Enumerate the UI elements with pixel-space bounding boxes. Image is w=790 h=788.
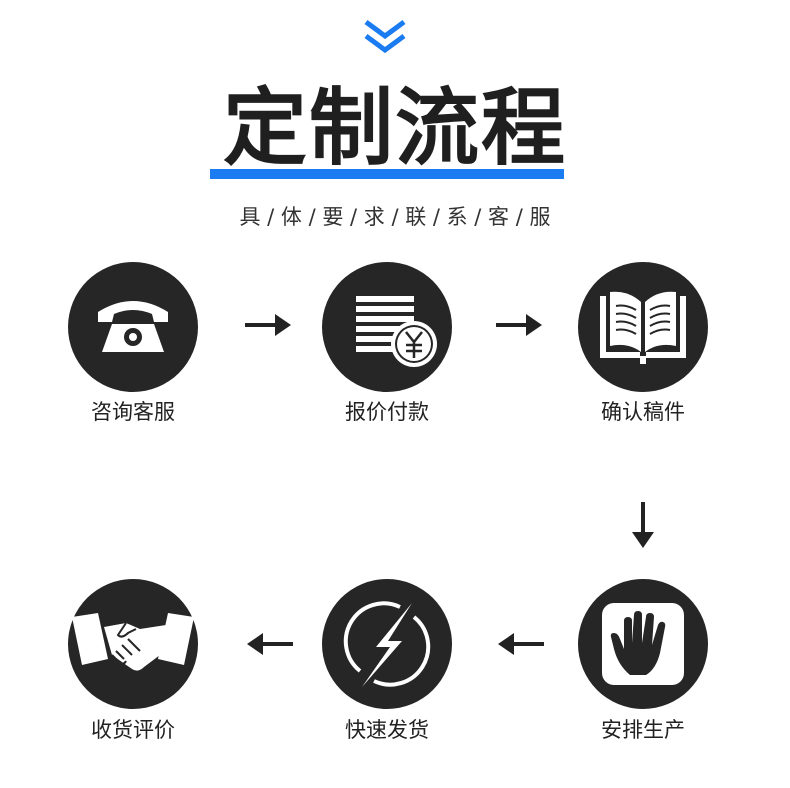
step-review-circle <box>68 579 198 709</box>
arrow-right-icon <box>496 314 542 336</box>
step-confirm-label: 确认稿件 <box>601 400 685 424</box>
page-title: 定制流程 <box>222 79 567 177</box>
handshake-icon <box>72 613 194 671</box>
step-review-label: 收货评价 <box>91 718 175 742</box>
open-book-icon <box>600 291 686 364</box>
title-underline <box>210 169 564 179</box>
hand-icon <box>602 603 684 685</box>
step-confirm-circle <box>578 262 708 392</box>
arrow-left-icon <box>498 633 544 655</box>
step-consult-circle <box>68 262 198 392</box>
step-quote-label: 报价付款 <box>345 400 429 424</box>
arrow-down-icon <box>632 502 654 548</box>
step-production-circle <box>578 579 708 709</box>
step-shipping-circle <box>322 579 452 709</box>
lightning-icon <box>343 601 431 687</box>
step-production-label: 安排生产 <box>601 718 685 742</box>
chevron-down-icon <box>364 19 406 54</box>
step-consult-label: 咨询客服 <box>91 400 175 424</box>
step-quote-circle <box>322 262 452 392</box>
invoice-yen-icon <box>356 296 437 367</box>
arrow-right-icon <box>245 314 291 336</box>
telephone-icon <box>98 301 168 352</box>
step-shipping-label: 快速发货 <box>345 718 429 742</box>
page-subtitle: 具 / 体 / 要 / 求 / 联 / 系 / 客 / 服 <box>239 205 551 229</box>
arrow-left-icon <box>247 633 293 655</box>
